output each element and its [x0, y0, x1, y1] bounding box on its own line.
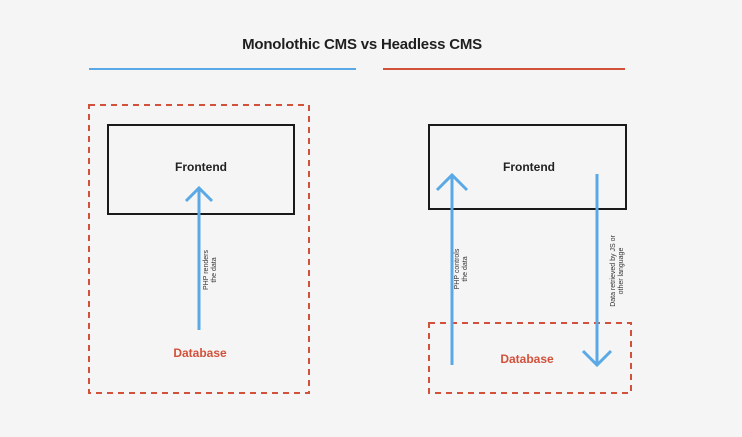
headless-frontend-label: Frontend — [503, 160, 555, 174]
monolithic-up-arrow — [184, 185, 214, 330]
headless-down-arrow-label: Data retrieved by JS or other language — [610, 216, 626, 326]
monolithic-arrow-label: PHP renders the data — [203, 235, 219, 305]
diagram-title: Monolothic CMS vs Headless CMS — [242, 36, 482, 53]
monolithic-container — [88, 104, 310, 394]
monolithic-frontend-box — [107, 124, 295, 215]
headless-up-arrow-label: PHP controls the data — [454, 234, 470, 304]
headless-database-container — [428, 322, 632, 394]
headless-down-arrow-label-line2: other language — [618, 247, 625, 295]
headless-up-arrow-label-line1: PHP controls — [454, 248, 461, 290]
headless-up-arrow-label-line2: the data — [462, 256, 469, 282]
headless-down-arrow — [581, 174, 613, 368]
headless-frontend-box — [428, 124, 627, 210]
monolithic-frontend-label: Frontend — [175, 160, 227, 174]
monolithic-arrow-label-line1: PHP renders — [203, 250, 210, 290]
headless-down-arrow-label-line1: Data retrieved by JS or — [610, 235, 617, 307]
monolithic-arrow-label-line2: the data — [211, 257, 218, 283]
monolithic-database-label: Database — [173, 346, 227, 360]
headless-database-label: Database — [500, 352, 554, 366]
headless-up-arrow — [435, 172, 469, 365]
